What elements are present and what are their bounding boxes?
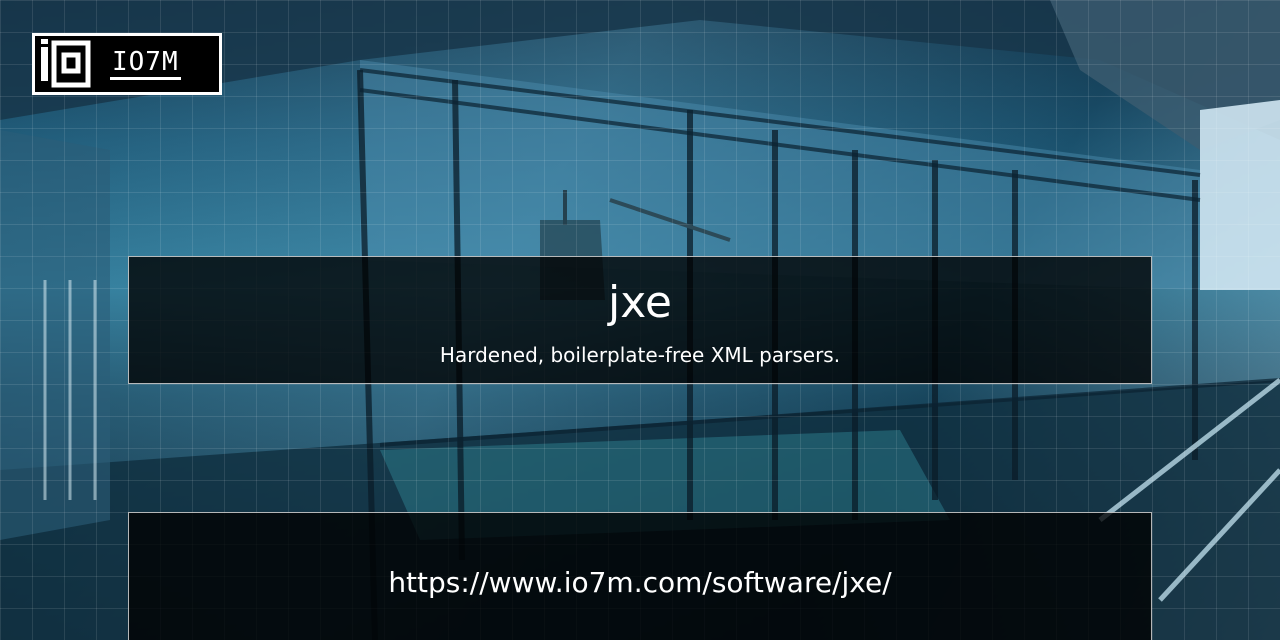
logo-text: IO7M bbox=[110, 49, 181, 80]
project-url-link[interactable]: https://www.io7m.com/software/jxe/ bbox=[388, 566, 892, 599]
project-subtitle: Hardened, boilerplate-free XML parsers. bbox=[439, 343, 841, 367]
url-panel: https://www.io7m.com/software/jxe/ bbox=[128, 512, 1152, 640]
io7m-logo-icon bbox=[41, 39, 91, 88]
project-title: jxe bbox=[608, 277, 672, 328]
title-panel: jxe Hardened, boilerplate-free XML parse… bbox=[128, 256, 1152, 384]
io7m-logo[interactable]: IO7M bbox=[32, 33, 222, 95]
